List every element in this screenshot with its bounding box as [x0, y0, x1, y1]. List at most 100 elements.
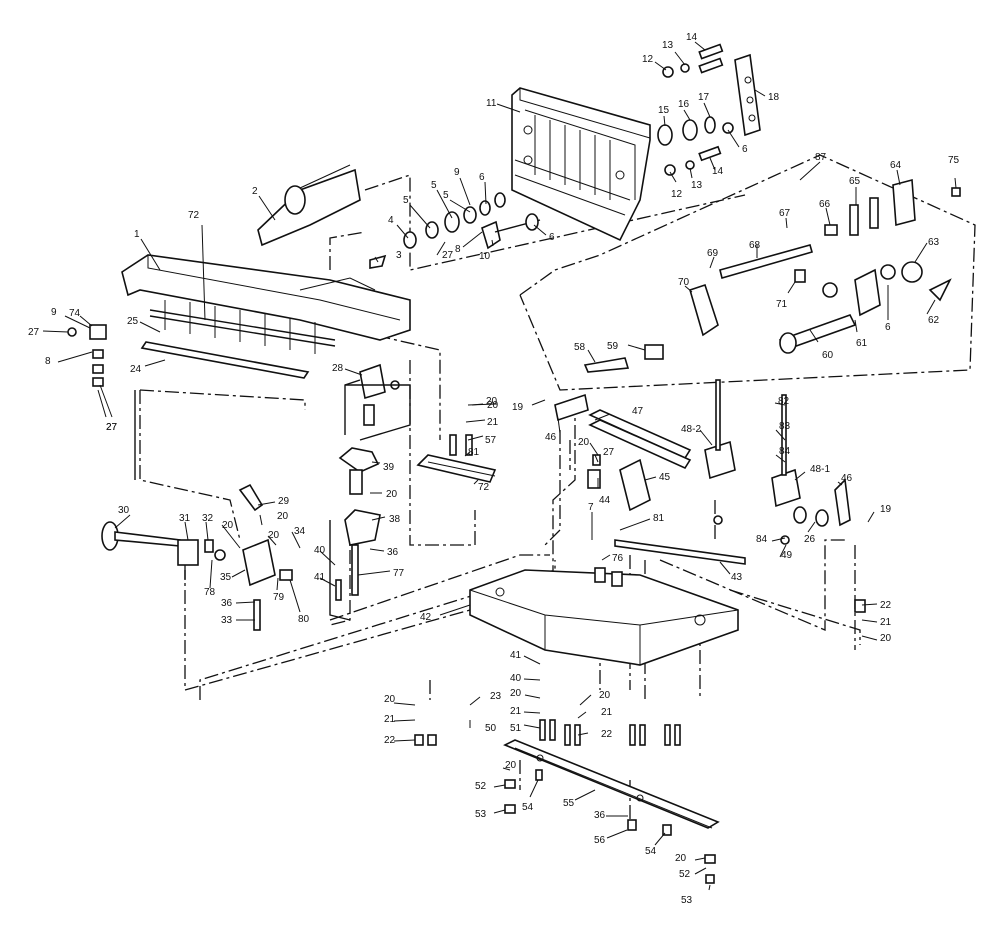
- callout: 70: [678, 277, 693, 293]
- callout: 72: [188, 210, 206, 321]
- callout-label: 18: [768, 92, 780, 103]
- callout-label: 49: [781, 550, 793, 561]
- callout-label: 39: [383, 462, 395, 473]
- callout-label: 82: [778, 396, 790, 407]
- callout-label: 58: [574, 342, 586, 353]
- callout-label: 65: [849, 176, 861, 187]
- callout-label: 27: [28, 327, 40, 338]
- callout: 45: [644, 472, 671, 483]
- rod-part-24: [140, 341, 310, 379]
- callout-label: 50: [485, 723, 497, 734]
- callout: 20: [675, 853, 706, 864]
- callout: 27: [99, 384, 118, 433]
- callout-label: 10: [479, 251, 491, 262]
- callout: 30: [114, 505, 131, 529]
- callout: 36: [369, 547, 399, 558]
- callout: 20: [510, 688, 541, 699]
- callout-label: 80: [298, 614, 310, 625]
- callout: 34: [291, 526, 306, 549]
- callout: 20: [221, 520, 241, 549]
- callout-label: 7: [588, 502, 594, 513]
- callout-label: 8: [45, 356, 51, 367]
- callout: 1: [134, 229, 161, 271]
- callout: 21: [861, 617, 892, 628]
- callout-label: 41: [510, 650, 522, 661]
- callout-label: 14: [712, 166, 724, 177]
- callout-label: 84: [756, 534, 768, 545]
- callout: 20: [467, 396, 498, 407]
- callout: 20: [502, 760, 517, 771]
- callout-label: 20: [486, 396, 498, 407]
- callout-label: 5: [403, 195, 409, 206]
- fence-arm-part-2: [257, 164, 361, 247]
- callout: 84: [775, 446, 791, 463]
- callout-label: 21: [384, 714, 396, 725]
- callout-label: 54: [522, 802, 534, 813]
- callout: 38: [371, 514, 401, 525]
- callout-label: 56: [594, 835, 606, 846]
- callout-label: 81: [468, 447, 480, 458]
- callout: 25: [127, 316, 161, 333]
- callout: 20: [259, 511, 289, 526]
- handwheel-assembly: [101, 483, 293, 631]
- callout-label: 21: [487, 417, 499, 428]
- callout-label: 3: [396, 250, 402, 261]
- callout-label: 33: [221, 615, 233, 626]
- callout-label: 6: [549, 232, 555, 243]
- callout-label: 51: [510, 723, 522, 734]
- callout-label: 29: [278, 496, 290, 507]
- callout-label: 12: [671, 189, 683, 200]
- callout-label: 13: [662, 40, 674, 51]
- callout: 39: [371, 461, 395, 473]
- callout-label: 55: [563, 798, 575, 809]
- callout-label: 78: [204, 587, 216, 598]
- callout-label: 52: [679, 869, 691, 880]
- callout-label: 6: [479, 172, 485, 183]
- callout: 81: [619, 513, 665, 531]
- callout: 28: [332, 363, 363, 376]
- callout-label: 72: [188, 210, 200, 221]
- callout-label: 6: [885, 322, 891, 333]
- callout: 10: [479, 239, 494, 262]
- callout: 32: [202, 513, 214, 541]
- callout-label: 22: [384, 735, 396, 746]
- callout: 46: [545, 417, 561, 443]
- callout: 7: [588, 502, 594, 540]
- bolts-and-washers-12-17: [657, 43, 734, 176]
- base-bar-part-55: [503, 739, 720, 829]
- callout: 78: [204, 559, 216, 598]
- callout: 5: [403, 195, 431, 229]
- callout-label: 60: [822, 350, 834, 361]
- callout-label: 53: [681, 895, 693, 906]
- callout: 19: [512, 399, 546, 413]
- callout-label: 16: [678, 99, 690, 110]
- inset-frame-lines: [134, 379, 411, 621]
- callout-label: 20: [675, 853, 687, 864]
- callout-label: 15: [658, 105, 670, 116]
- callout: 54: [645, 832, 666, 857]
- callout: 76: [601, 553, 624, 564]
- callout-label: 2: [252, 186, 258, 197]
- callout: 66: [819, 199, 831, 226]
- callout-label: 20: [386, 489, 398, 500]
- callout-label: 24: [130, 364, 142, 375]
- callout: 2: [252, 186, 276, 221]
- callout: 67: [779, 208, 791, 229]
- callout-label: 27: [442, 250, 454, 261]
- callout-label: 22: [601, 729, 613, 740]
- callout: 5: [431, 180, 453, 219]
- callout: 56: [594, 829, 628, 846]
- callout-label: 4: [388, 215, 394, 226]
- callout: 69: [707, 248, 719, 269]
- callout: 27: [28, 327, 69, 338]
- callout: 46: [837, 473, 853, 486]
- callout: 11: [486, 98, 521, 113]
- callout-label: 44: [599, 495, 611, 506]
- callout-label: 20: [222, 520, 234, 531]
- callout-label: 1: [134, 229, 140, 240]
- callout-label: 76: [612, 553, 624, 564]
- callout: 21: [384, 714, 416, 725]
- callout-label: 52: [475, 781, 487, 792]
- callout-label: 35: [220, 572, 232, 583]
- callout-label: 27: [106, 422, 118, 433]
